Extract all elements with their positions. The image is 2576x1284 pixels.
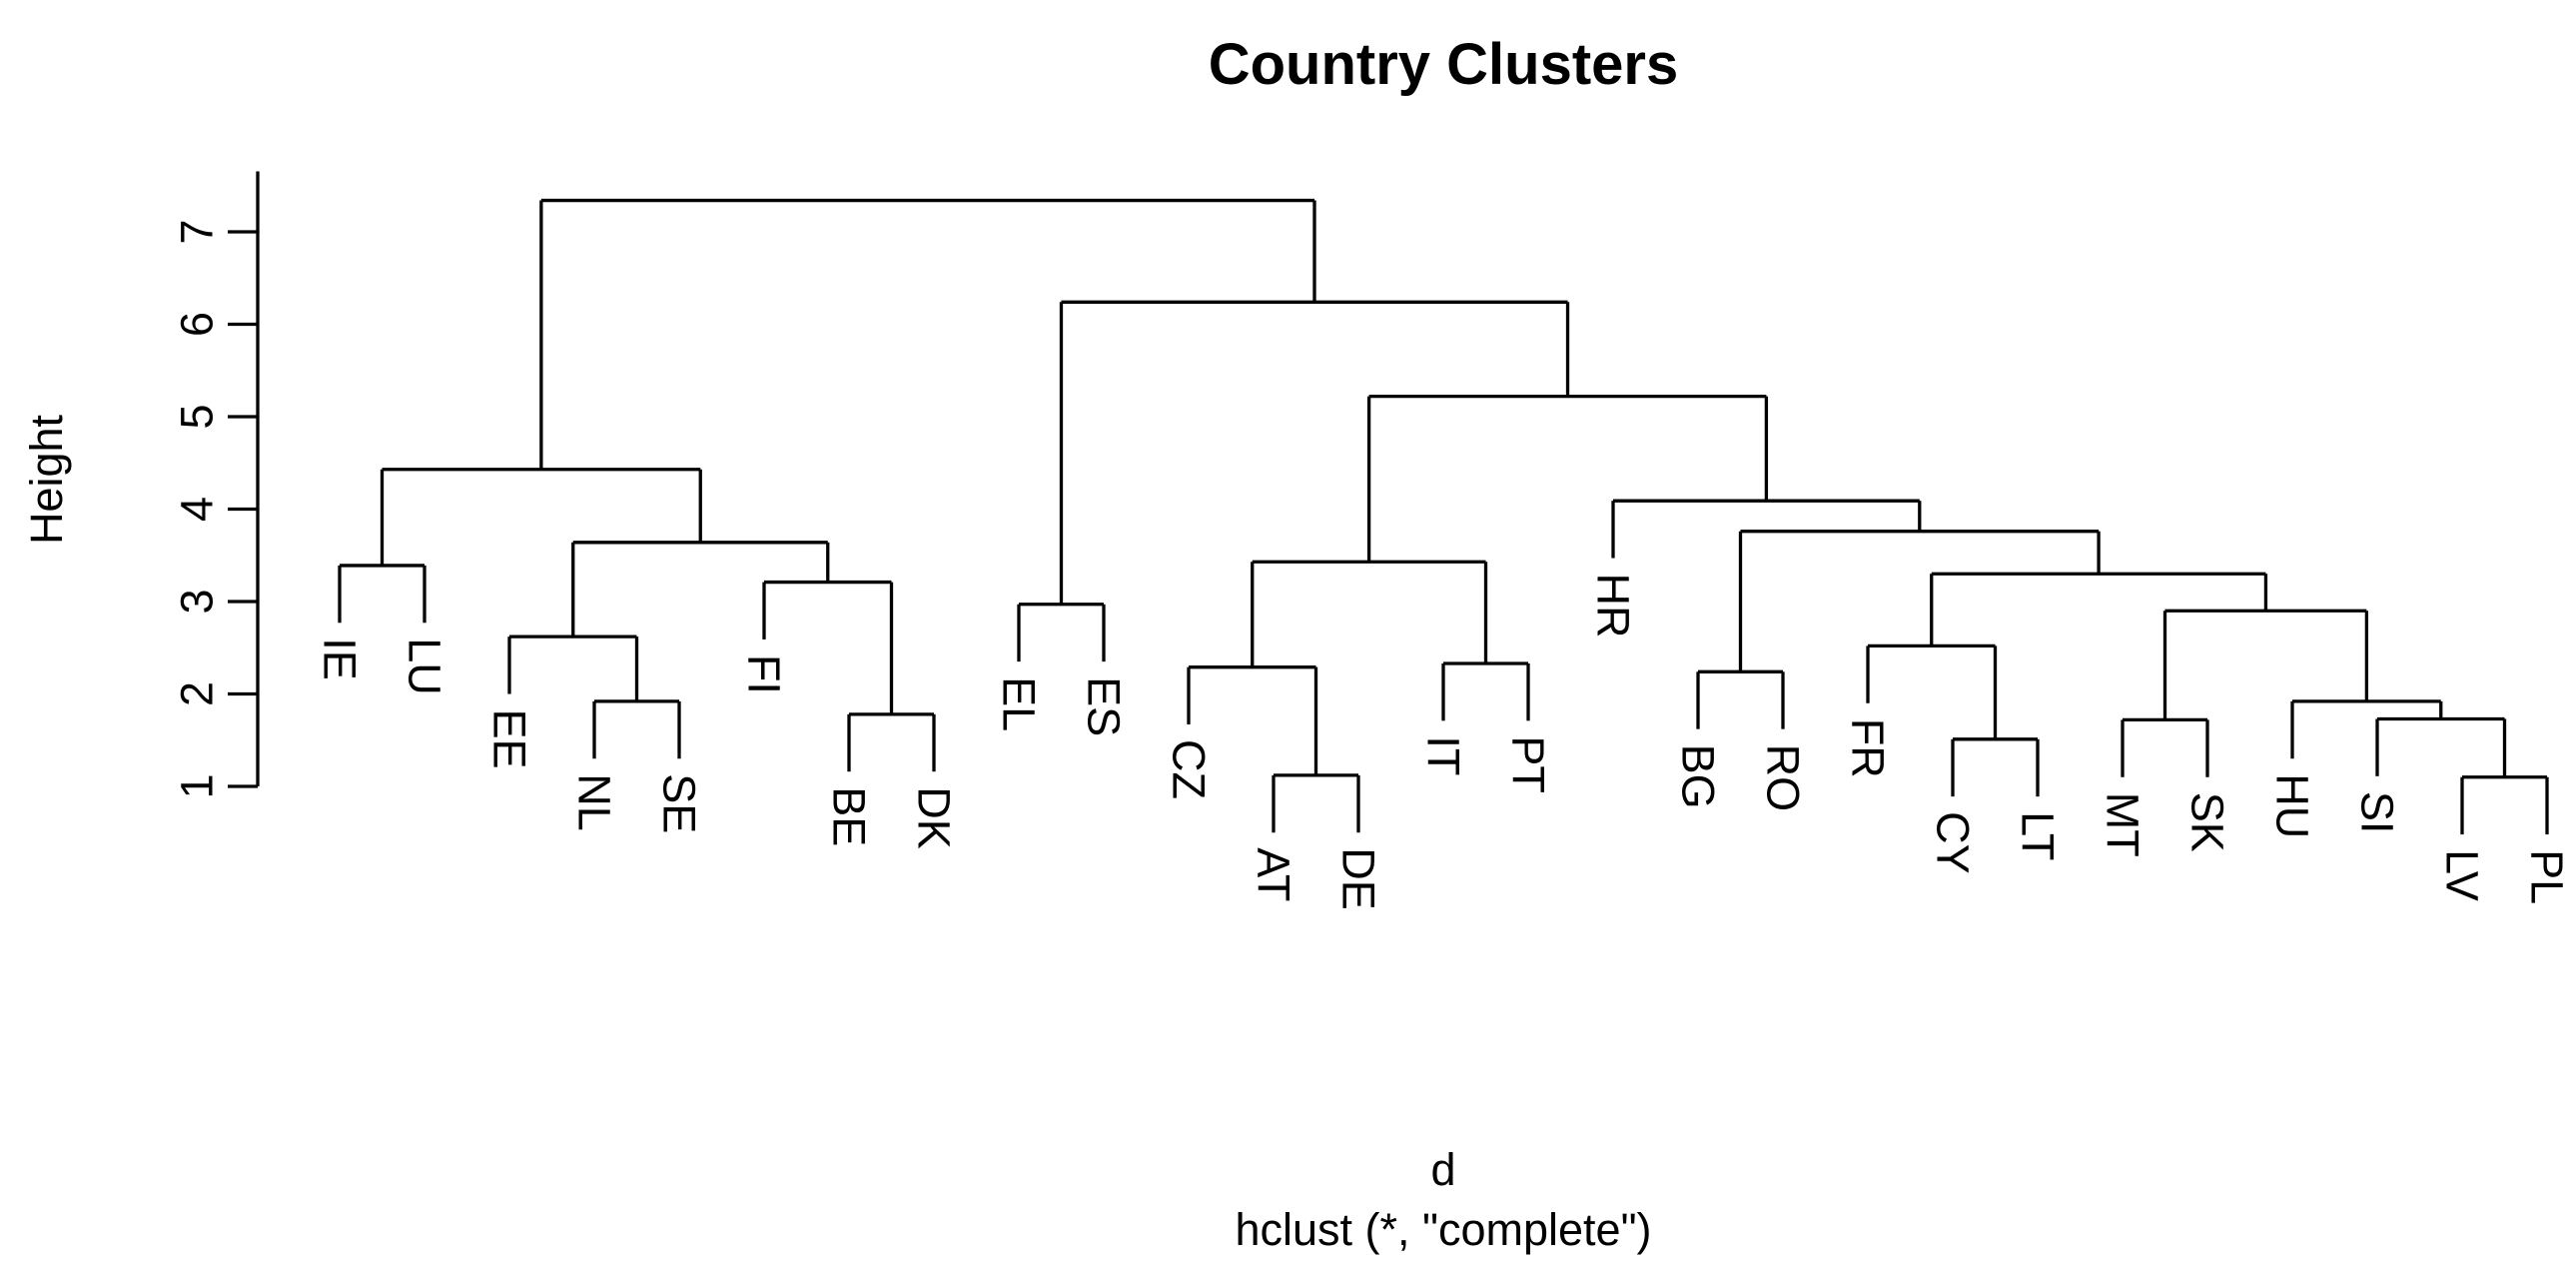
chart-title: Country Clusters: [1209, 32, 1679, 97]
y-tick-label-6: 6: [172, 312, 223, 337]
x-axis-label: d: [1430, 1144, 1455, 1195]
leaf-label-ie: IE: [315, 638, 366, 680]
leaf-label-lt: LT: [2013, 811, 2064, 860]
leaf-label-ee: EE: [484, 709, 535, 769]
y-tick-label-5: 5: [172, 404, 223, 429]
leaf-label-cy: CY: [1928, 811, 1979, 874]
leaf-label-nl: NL: [569, 773, 620, 831]
leaf-label-si: SI: [2352, 791, 2403, 834]
leaf-label-bg: BG: [1673, 744, 1724, 809]
y-tick-label-2: 2: [172, 681, 223, 706]
leaf-label-mt: MT: [2098, 792, 2148, 857]
leaf-label-lv: LV: [2437, 849, 2488, 901]
leaf-label-de: DE: [1333, 847, 1384, 910]
leaf-label-sk: SK: [2182, 792, 2233, 852]
leaf-label-pl: PL: [2522, 849, 2573, 904]
dendrogram-tree: [338, 198, 2549, 835]
leaf-label-pt: PT: [1503, 735, 1554, 793]
leaf-label-es: ES: [1079, 676, 1130, 736]
leaf-label-el: EL: [994, 676, 1045, 731]
leaf-label-hu: HU: [2267, 773, 2318, 838]
leaf-label-fi: FI: [739, 654, 790, 694]
leaf-label-dk: DK: [909, 786, 960, 849]
leaf-label-ro: RO: [1758, 744, 1809, 812]
y-axis-label: Height: [21, 414, 72, 545]
y-tick-label-1: 1: [172, 773, 223, 798]
leaf-labels: IE LU EE NL SE FI BE DK EL ES CZ AT DE IT PT HR BG RO FR CY…: [315, 574, 2573, 910]
leaf-label-cz: CZ: [1164, 739, 1215, 799]
y-tick-label-3: 3: [172, 589, 223, 614]
leaf-label-it: IT: [1418, 735, 1469, 775]
y-axis: 1 2 3 4 5 6 7: [172, 171, 260, 799]
leaf-label-se: SE: [654, 773, 705, 833]
y-tick-label-7: 7: [172, 219, 223, 244]
leaf-label-fr: FR: [1843, 718, 1894, 778]
leaf-label-hr: HR: [1588, 574, 1639, 639]
leaf-label-lu: LU: [400, 638, 450, 695]
subtitle-caption: hclust (*, "complete"): [1235, 1204, 1651, 1255]
y-tick-label-4: 4: [172, 497, 223, 522]
leaf-label-be: BE: [824, 786, 875, 846]
leaf-label-at: AT: [1249, 847, 1299, 901]
